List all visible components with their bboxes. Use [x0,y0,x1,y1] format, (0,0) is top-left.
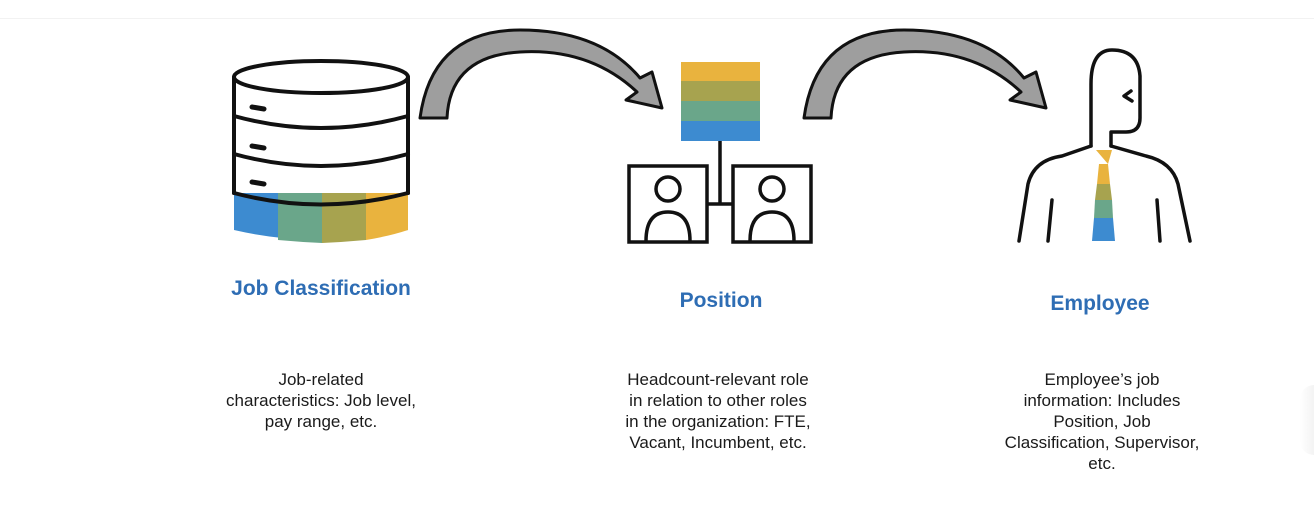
job-classification-description: Job-related characteristics: Job level, … [226,370,416,431]
edge-shadow [1300,385,1314,455]
employee-description: Employee’s job information: Includes Pos… [1004,370,1200,473]
position-title: Position [679,289,763,312]
job-classification-title: Job Classification [231,277,411,300]
employee-title: Employee [1050,292,1150,315]
employee-icon [1017,48,1192,243]
position-description: Headcount-relevant role in relation to o… [625,370,811,452]
org-position-icon [627,62,813,244]
database-icon [232,59,410,243]
curved-arrow-icon [802,28,1048,120]
top-divider [0,18,1314,19]
curved-arrow-icon [418,28,664,120]
